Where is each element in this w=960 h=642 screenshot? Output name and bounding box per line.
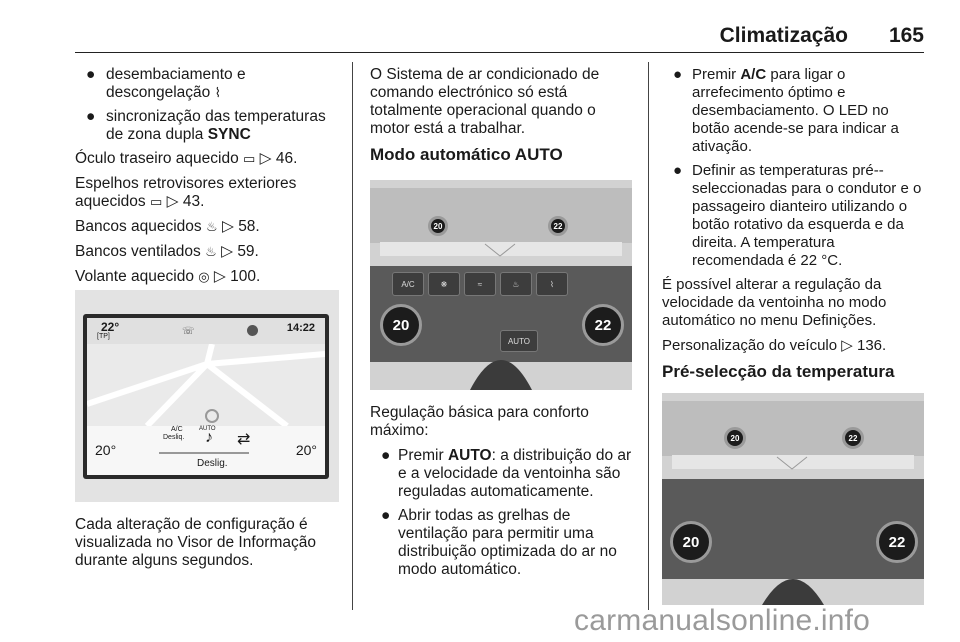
defrost-button[interactable]: ⌇ (536, 272, 568, 296)
display-ac-label: A/C (171, 426, 183, 433)
list-item: ●sincronização das temperaturas de zona … (86, 108, 326, 143)
display-bezel: 22° [TP] ☏ 14:22 A/C Desliq. AUTO ♪ ⇄ 20… (83, 314, 329, 479)
reference-arrow-icon: ▷ (213, 268, 226, 285)
column-divider-1 (352, 62, 353, 610)
seat-heat-icon: ♨ (205, 219, 218, 234)
list-item: ●Premir AUTO: a distribuição do ar e a v… (381, 447, 632, 500)
ac-button[interactable]: A/C (392, 272, 424, 296)
fan-bar (159, 452, 249, 454)
steering-wheel-heat-icon: ◎ (198, 269, 210, 284)
display-temp-right: 20° (295, 442, 317, 458)
seat-button[interactable]: ♨ (500, 272, 532, 296)
control-panel-figure-preset: 20 22 20 22 (662, 393, 924, 605)
recirculation-icon: ⇄ (237, 431, 251, 448)
temp-knob-left[interactable]: 20 (670, 521, 712, 563)
column-1: ●desembaciamento e descongelação ⌇ ●sinc… (75, 66, 343, 293)
reference-arrow-icon: ▷ (221, 243, 233, 260)
display-auto-label: AUTO (199, 426, 216, 432)
header-rule (75, 52, 924, 53)
reference-arrow-icon: ▷ (259, 150, 272, 167)
list-item: ●Premir A/C para ligar o arrefecimento ó… (673, 66, 899, 155)
phone-icon: ☏ (182, 326, 195, 337)
map-view (87, 344, 325, 426)
reference-arrow-icon: ▷ (841, 337, 853, 354)
preset-temp-heading: Pré-selecção da temperatura (662, 362, 895, 381)
defrost-icon: ⌇ (214, 85, 221, 100)
air-distribution-icon: ♪ (205, 429, 213, 446)
temp-knob-right[interactable]: 22 (582, 304, 624, 346)
column-2-lower: Regulação básica para conforto máximo: ●… (370, 404, 636, 585)
auto-mode-heading: Modo automático AUTO (370, 145, 563, 164)
temp-knob-right[interactable]: 22 (876, 521, 918, 563)
list-item: ●Abrir todas as grelhas de ventilação pa… (381, 507, 617, 578)
temp-knob-small-left[interactable]: 20 (428, 216, 448, 236)
temp-knob-small-right[interactable]: 22 (548, 216, 568, 236)
ventilated-seats-ref: Bancos ventilados ♨ ▷ 59. (75, 243, 259, 260)
column-2: O Sistema de ar condicionado de comando … (370, 66, 636, 174)
display-ac-status: Desliq. (163, 434, 185, 441)
panel-art-2 (662, 393, 924, 605)
list-item: ●Definir as temperaturas pré--selecciona… (673, 162, 922, 269)
seat-vent-icon: ♨ (205, 244, 217, 259)
display-temp-left: 20° (95, 442, 117, 458)
heated-seats-ref: Bancos aquecidos ♨ ▷ 58. (75, 218, 260, 235)
display-screen: 22° [TP] ☏ 14:22 A/C Desliq. AUTO ♪ ⇄ 20… (87, 318, 325, 475)
fan-button[interactable]: ❋ (428, 272, 460, 296)
auto-button[interactable]: AUTO (500, 330, 538, 352)
list-item: ●desembaciamento e descongelação ⌇ (86, 66, 246, 101)
temp-knob-small-left[interactable]: 20 (724, 427, 746, 449)
rear-window-ref: Óculo traseiro aquecido ▭ ▷ 46. (75, 150, 298, 167)
watermark: carmanualsonline.info (574, 604, 871, 637)
control-panel-figure-auto: 20 22 A/C ❋ ≈ ♨ ⌇ 20 22 AUTO (370, 180, 632, 390)
info-display-figure: 22° [TP] ☏ 14:22 A/C Desliq. AUTO ♪ ⇄ 20… (75, 290, 339, 502)
display-clock: 14:22 (286, 322, 315, 334)
page-header-title: Climatização (719, 24, 848, 47)
page-number: 165 (888, 24, 924, 47)
temp-knob-left[interactable]: 20 (380, 304, 422, 346)
mirror-heat-icon: ▭ (149, 194, 163, 209)
personalization-ref: Personalização do veículo ▷ 136. (662, 337, 887, 354)
caption: Regulação básica para conforto máximo: (370, 404, 589, 439)
fan-speed-paragraph: É possível alterar a regulação da veloci… (662, 276, 887, 329)
display-off-label: Deslig. (197, 458, 228, 469)
vent-button[interactable]: ≈ (464, 272, 496, 296)
column-divider-2 (648, 62, 649, 610)
mirrors-ref: Espelhos retrovisores exteriores aquecid… (75, 175, 297, 210)
settings-icon (247, 325, 258, 336)
display-temp: 22° (101, 320, 120, 334)
intro-paragraph: O Sistema de ar condicionado de comando … (370, 66, 600, 137)
reference-arrow-icon: ▷ (166, 193, 179, 210)
col1-caption: Cada alteração de configuração é visuali… (75, 516, 316, 569)
column-3: ●Premir A/C para ligar o arrefecimento ó… (662, 66, 928, 391)
rear-window-heat-icon: ▭ (243, 151, 256, 166)
display-tp: [TP] (97, 333, 110, 340)
temp-knob-small-right[interactable]: 22 (842, 427, 864, 449)
reference-arrow-icon: ▷ (221, 218, 234, 235)
heated-wheel-ref: Volante aquecido ◎ ▷ 100. (75, 268, 261, 285)
